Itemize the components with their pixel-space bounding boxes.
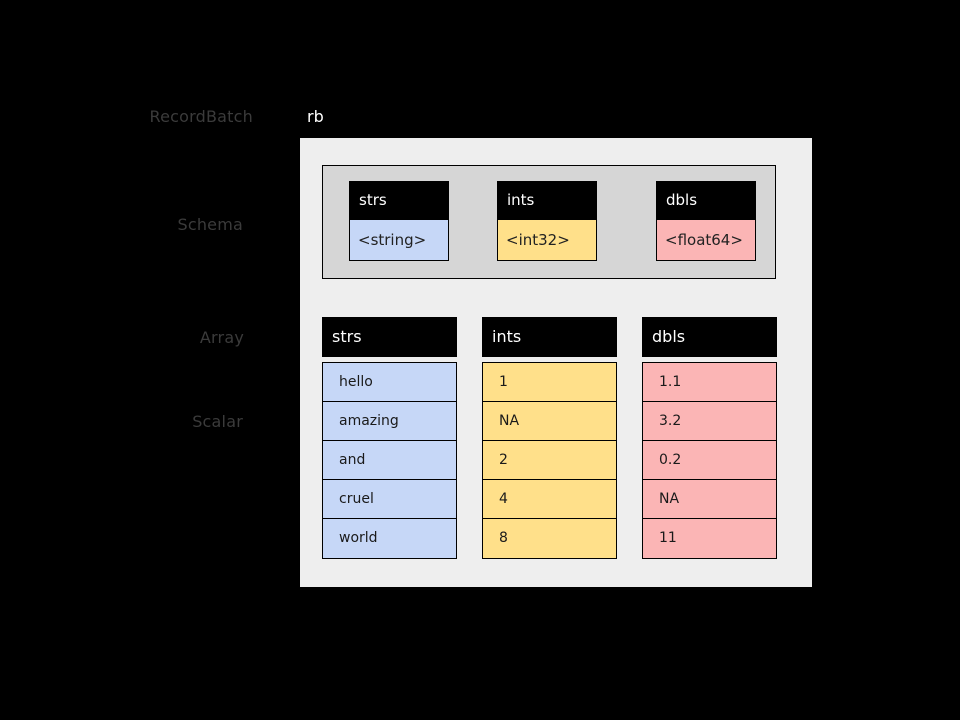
recordbatch-name: rb (307, 107, 324, 126)
array-cell: cruel (323, 480, 456, 519)
array-column-strs: strs hello amazing and cruel world (322, 317, 457, 559)
label-recordbatch: RecordBatch (149, 107, 253, 126)
array-cells: 1 NA 2 4 8 (482, 362, 617, 559)
array-column-name: ints (482, 317, 617, 357)
schema-field-name: ints (497, 181, 597, 220)
schema-field-name: dbls (656, 181, 756, 220)
schema-field-name: strs (349, 181, 449, 220)
label-scalar: Scalar (192, 412, 243, 431)
array-column-name: dbls (642, 317, 777, 357)
array-cell: 3.2 (643, 402, 776, 441)
schema-field-type: <int32> (497, 220, 597, 261)
array-cell: NA (483, 402, 616, 441)
schema-field-ints: ints <int32> (497, 181, 597, 261)
recordbatch-panel: strs <string> ints <int32> dbls <float64… (300, 138, 812, 587)
array-cell: 2 (483, 441, 616, 480)
array-column-dbls: dbls 1.1 3.2 0.2 NA 11 (642, 317, 777, 559)
schema-field-dbls: dbls <float64> (656, 181, 756, 261)
array-cell: 11 (643, 519, 776, 558)
array-cells: hello amazing and cruel world (322, 362, 457, 559)
schema-field-type: <string> (349, 220, 449, 261)
schema-field-strs: strs <string> (349, 181, 449, 261)
array-cell: world (323, 519, 456, 558)
schema-box: strs <string> ints <int32> dbls <float64… (322, 165, 776, 279)
array-cell: hello (323, 363, 456, 402)
array-cell: 4 (483, 480, 616, 519)
array-cell: 0.2 (643, 441, 776, 480)
array-cell: 8 (483, 519, 616, 558)
array-cells: 1.1 3.2 0.2 NA 11 (642, 362, 777, 559)
array-cell: 1 (483, 363, 616, 402)
array-cell: 1.1 (643, 363, 776, 402)
label-schema: Schema (177, 215, 243, 234)
array-cell: amazing (323, 402, 456, 441)
label-array: Array (199, 328, 244, 347)
array-column-name: strs (322, 317, 457, 357)
array-cell: and (323, 441, 456, 480)
array-column-ints: ints 1 NA 2 4 8 (482, 317, 617, 559)
schema-field-type: <float64> (656, 220, 756, 261)
array-cell: NA (643, 480, 776, 519)
